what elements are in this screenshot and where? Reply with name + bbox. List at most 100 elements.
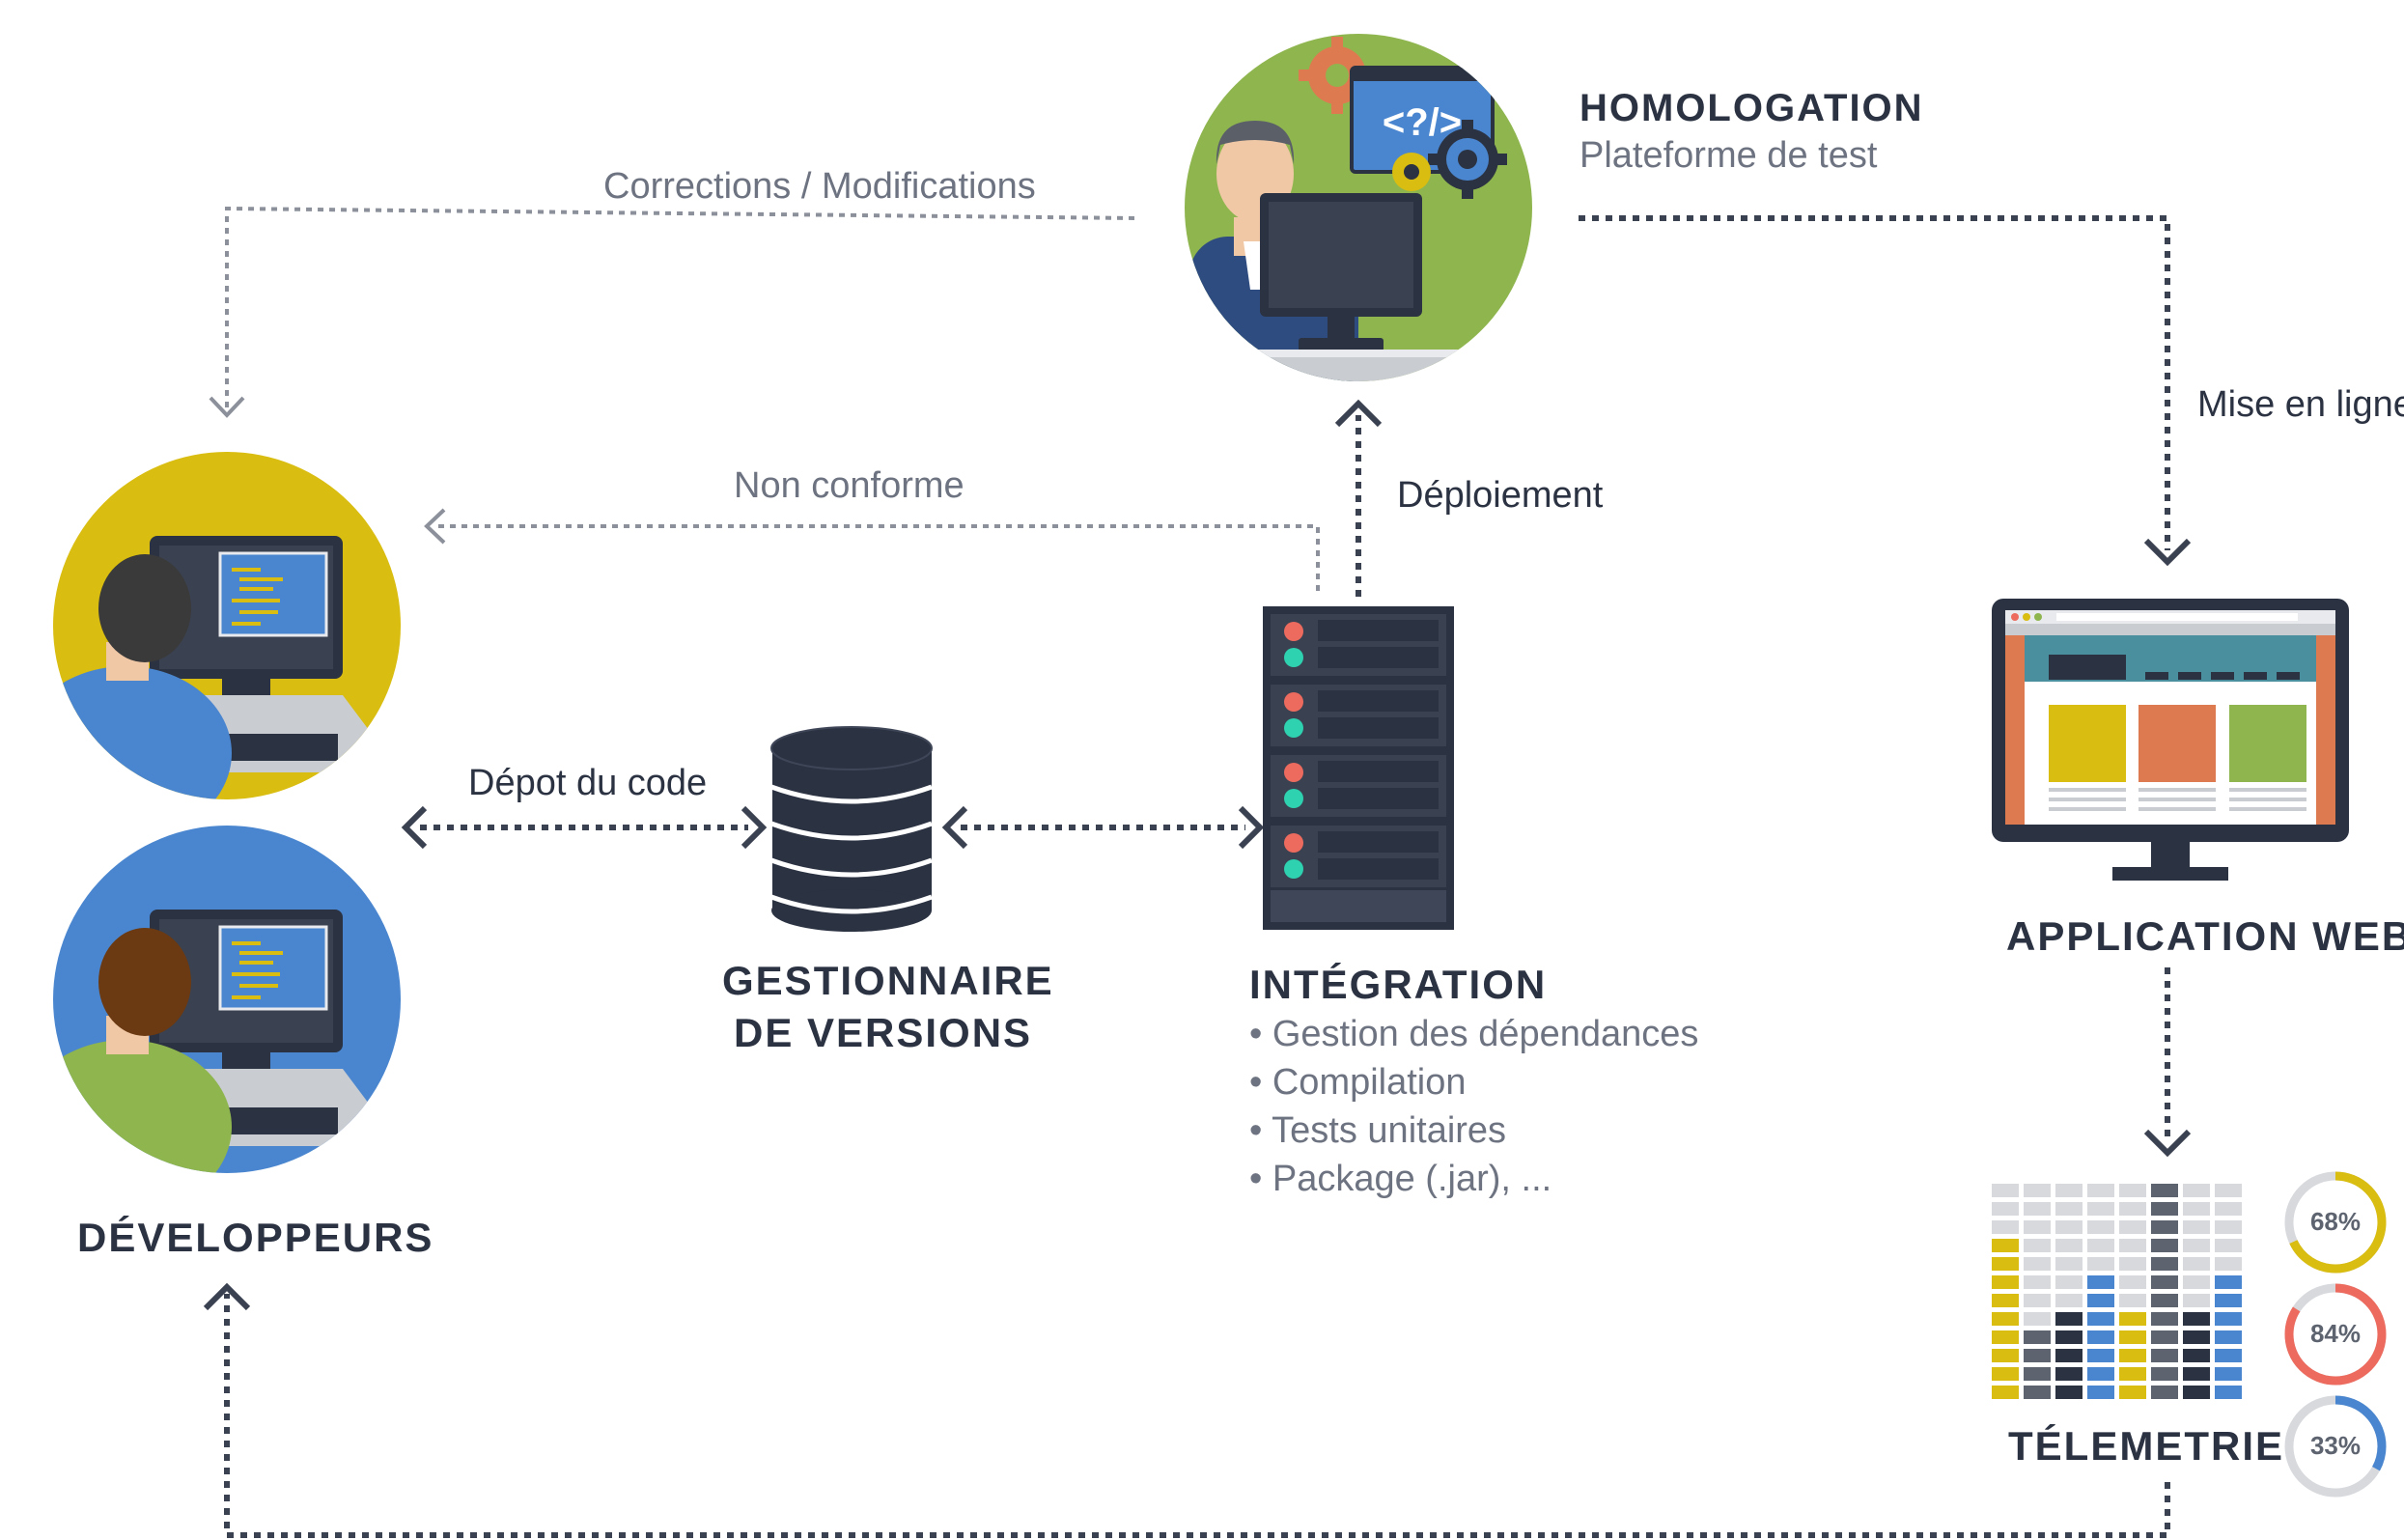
telemetry-cell: [2183, 1349, 2210, 1362]
telemetry-cell: [2215, 1349, 2242, 1362]
telemetry-cell: [2183, 1330, 2210, 1344]
edge-label-deploiement: Déploiement: [1397, 475, 1604, 516]
telemetry-cell: [1992, 1386, 2019, 1399]
telemetry-cell: [2119, 1349, 2146, 1362]
telemetry-cell: [2055, 1312, 2083, 1326]
edge-deploiement: [1334, 399, 1383, 597]
settings-gear-icon: [1428, 120, 1507, 199]
telemetry-cell: [2183, 1367, 2210, 1381]
telemetry-cell: [2119, 1386, 2146, 1399]
telemetry-cell: [2119, 1184, 2146, 1197]
telemetry-gauges: [2284, 1171, 2387, 1498]
telemetry-cell: [2087, 1239, 2114, 1252]
edge-mise-en-ligne: [1579, 215, 2192, 567]
telemetry-cell: [1992, 1202, 2019, 1216]
telemetry-cell: [2215, 1184, 2242, 1197]
telemetry-cell: [2024, 1184, 2051, 1197]
telemetry-cell: [2215, 1202, 2242, 1216]
telemetrie-title: TÉLEMETRIE: [2008, 1423, 2285, 1469]
telemetry-cell: [2183, 1239, 2210, 1252]
telemetry-cell: [2151, 1220, 2178, 1234]
telemetry-cell: [2151, 1184, 2178, 1197]
telemetry-cell: [2215, 1330, 2242, 1344]
telemetry-cell: [2215, 1294, 2242, 1307]
telemetry-cell: [2087, 1184, 2114, 1197]
telemetry-cell: [2055, 1257, 2083, 1271]
telemetry-cell: [2119, 1220, 2146, 1234]
edge-corrections: [209, 206, 1135, 418]
server-rack-icon: [1263, 606, 1454, 930]
telemetry-cell: [2183, 1257, 2210, 1271]
telemetry-cell: [2151, 1239, 2178, 1252]
telemetry-cell: [2024, 1330, 2051, 1344]
integration-item: • Gestion des dépendances: [1249, 1014, 1699, 1054]
developer-2-illustration: [53, 826, 401, 1173]
edge-vcs-integration: [941, 805, 1265, 850]
telemetry-cell: [1992, 1294, 2019, 1307]
integration-item: • Compilation: [1249, 1062, 1467, 1103]
edge-app-telemetrie: [2143, 967, 2192, 1158]
integration-item: • Package (.jar), ...: [1249, 1159, 1552, 1199]
telemetry-cell: [2151, 1312, 2178, 1326]
homologation-title: HOMOLOGATION: [1579, 87, 1924, 129]
telemetry-cell: [2055, 1386, 2083, 1399]
telemetry-cell: [1992, 1220, 2019, 1234]
gauge-arc: [2284, 1283, 2387, 1386]
telemetry-cell: [2215, 1275, 2242, 1289]
telemetry-cell: [2024, 1312, 2051, 1326]
gauge-arc: [2284, 1395, 2387, 1498]
telemetry-cell: [2055, 1294, 2083, 1307]
telemetry-cell: [2119, 1275, 2146, 1289]
telemetry-cell: [2024, 1239, 2051, 1252]
telemetry-cell: [2055, 1349, 2083, 1362]
telemetry-cell: [1992, 1349, 2019, 1362]
telemetry-cell: [2024, 1367, 2051, 1381]
application-title: APPLICATION WEB: [2006, 913, 2404, 959]
telemetry-cell: [2024, 1275, 2051, 1289]
telemetry-cell: [2151, 1202, 2178, 1216]
edge-label-mise-en-ligne: Mise en ligne: [2197, 384, 2404, 425]
telemetry-cell: [2087, 1312, 2114, 1326]
integration-item: • Tests unitaires: [1249, 1110, 1507, 1151]
telemetry-cell: [2087, 1386, 2114, 1399]
telemetry-cell: [2087, 1294, 2114, 1307]
telemetry-cell: [2151, 1367, 2178, 1381]
telemetry-cell: [2183, 1312, 2210, 1326]
telemetry-cell: [2024, 1386, 2051, 1399]
telemetry-cell: [2055, 1202, 2083, 1216]
telemetry-cell: [1992, 1330, 2019, 1344]
edge-label-non-conforme: Non conforme: [734, 465, 964, 506]
gauge-label: 68%: [2309, 1207, 2362, 1236]
telemetry-cell: [2055, 1184, 2083, 1197]
telemetry-cell: [2215, 1257, 2242, 1271]
telemetry-cell: [2119, 1239, 2146, 1252]
telemetry-cell: [2087, 1202, 2114, 1216]
telemetry-cell: [2055, 1330, 2083, 1344]
telemetry-cell: [2024, 1257, 2051, 1271]
telemetry-cell: [2151, 1386, 2178, 1399]
edge-depot: [401, 805, 768, 850]
telemetry-cell: [2119, 1367, 2146, 1381]
telemetry-cell: [2087, 1275, 2114, 1289]
telemetry-cell: [2087, 1257, 2114, 1271]
telemetry-cell: [2215, 1386, 2242, 1399]
telemetry-cell: [2151, 1257, 2178, 1271]
developer-1-illustration: [53, 452, 401, 799]
database-icon: [770, 726, 933, 932]
telemetry-cell: [2151, 1330, 2178, 1344]
telemetry-cell: [1992, 1312, 2019, 1326]
telemetry-cell: [1992, 1275, 2019, 1289]
homologation-subtitle: Plateforme de test: [1579, 135, 1878, 176]
telemetry-cell: [2024, 1202, 2051, 1216]
web-app-monitor-icon: [1992, 599, 2349, 881]
telemetry-cell: [2087, 1349, 2114, 1362]
gauge-arc: [2284, 1171, 2387, 1274]
telemetry-cell: [2183, 1202, 2210, 1216]
telemetry-cell: [2119, 1257, 2146, 1271]
telemetry-cell: [2151, 1294, 2178, 1307]
telemetry-cell: [2183, 1184, 2210, 1197]
edge-label-corrections: Corrections / Modifications: [603, 166, 1036, 207]
gauge-label: 84%: [2309, 1319, 2362, 1348]
